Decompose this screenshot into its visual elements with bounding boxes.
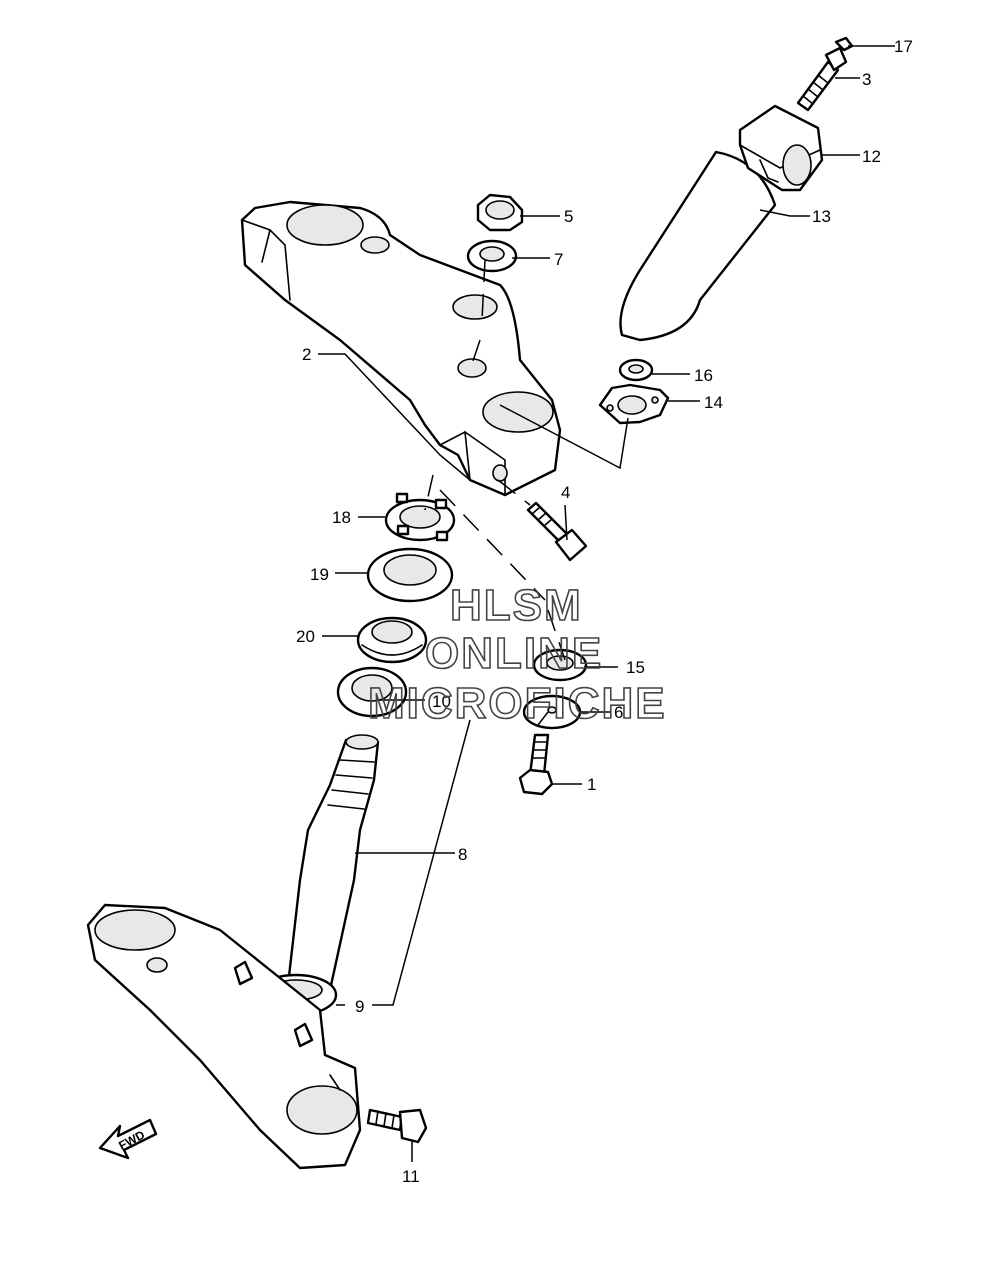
callout-7: 7 (554, 250, 563, 269)
callout-3: 3 (862, 70, 871, 89)
callout-15: 15 (626, 658, 645, 677)
callout-19: 19 (310, 565, 329, 584)
callout-1: 1 (587, 775, 596, 794)
callout-10: 10 (432, 692, 451, 711)
part-3-bolt (796, 46, 848, 112)
part-15-washer (532, 648, 588, 682)
part-16-washer (618, 358, 654, 382)
fwd-arrow-icon: FWD (98, 1118, 158, 1160)
part-7-washer (466, 239, 518, 273)
part-2-upper-bracket (240, 200, 562, 497)
part-20-bearing (356, 616, 428, 664)
callout-8: 8 (458, 845, 467, 864)
callout-9: 9 (355, 997, 364, 1016)
callout-14: 14 (704, 393, 723, 412)
callout-18: 18 (332, 508, 351, 527)
part-1-bolt (518, 733, 554, 796)
callout-5: 5 (564, 207, 573, 226)
callout-16: 16 (694, 366, 713, 385)
callout-12: 12 (862, 147, 881, 166)
watermark: HLSM ONLINE MICROFICHE (367, 580, 667, 729)
callout-2: 2 (302, 345, 311, 364)
part-11-bolt (366, 1108, 428, 1144)
watermark-line-3: MICROFICHE (368, 679, 667, 728)
part-12-clamp (738, 104, 824, 192)
part-5-cap-nut (476, 193, 524, 232)
callout-4: 4 (561, 483, 570, 502)
watermark-line-2: ONLINE (425, 629, 603, 678)
callout-11: 11 (402, 1167, 420, 1186)
watermark-line-1: HLSM (450, 581, 583, 630)
part-8-stem (286, 734, 380, 992)
part-13-cover (619, 150, 777, 342)
lower-bracket (86, 903, 362, 1170)
part-19-seal (366, 547, 454, 603)
part-18-ring-nut (384, 492, 456, 542)
callout-20: 20 (296, 627, 315, 646)
part-10-bearing (336, 666, 408, 718)
part-14-plate (598, 383, 670, 425)
assembly-lines (424, 259, 566, 726)
callout-13: 13 (812, 207, 831, 226)
part-4-bolt (526, 501, 588, 562)
callout-6: 6 (614, 703, 623, 722)
callout-labels: 17 3 12 13 5 7 2 16 14 4 18 19 20 15 10 … (296, 37, 913, 1186)
leader-lines (318, 45, 895, 1162)
callout-17: 17 (894, 37, 913, 56)
